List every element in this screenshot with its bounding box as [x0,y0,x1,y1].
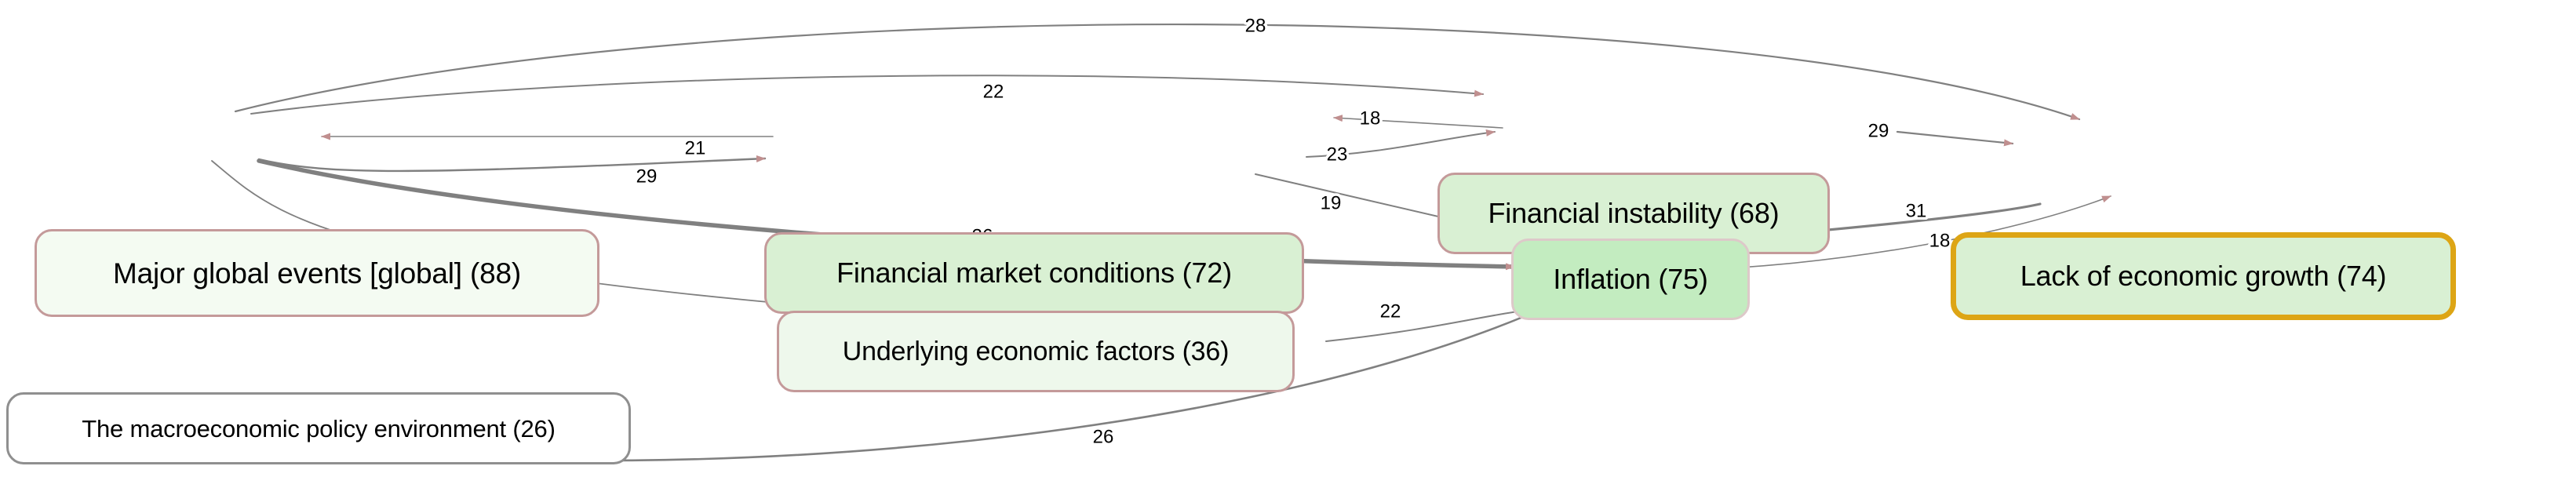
node-lack-of-economic-growth[interactable]: Lack of economic growth (74) [1951,232,2456,320]
edge-label-e10: 18 [1929,230,1951,251]
edge-label-e3: 21 [685,137,706,158]
edge-label-e14: 26 [1093,426,1114,447]
edge-label-e13: 22 [1380,300,1401,322]
node-inflation[interactable]: Inflation (75) [1511,238,1750,320]
edge-29-fmc [257,155,767,173]
edge-23 [1306,129,1496,158]
edge-22-instability [250,75,1484,115]
edge-29-growth [1896,130,2014,147]
edge-label-e5: 23 [1327,144,1348,165]
edge-28 [234,23,2081,121]
edge-label-e4: 18 [1360,107,1381,129]
edge-label-e7: 29 [636,166,658,187]
edge-label-e2: 22 [983,81,1004,102]
node-major-global-events[interactable]: Major global events [global] (88) [35,229,599,317]
edge-18-fmc [1333,115,1503,129]
node-financial-market-conditions[interactable]: Financial market conditions (72) [764,232,1304,314]
edge-label-e1: 28 [1245,15,1266,36]
edge-label-e8: 19 [1321,192,1342,213]
node-the-macroeconomic-policy-environment[interactable]: The macroeconomic policy environment (26… [6,392,631,464]
edge-label-e6: 29 [1868,120,1889,141]
edge-label-e9: 31 [1906,200,1927,221]
node-underlying-economic-factors[interactable]: Underlying economic factors (36) [777,311,1295,392]
